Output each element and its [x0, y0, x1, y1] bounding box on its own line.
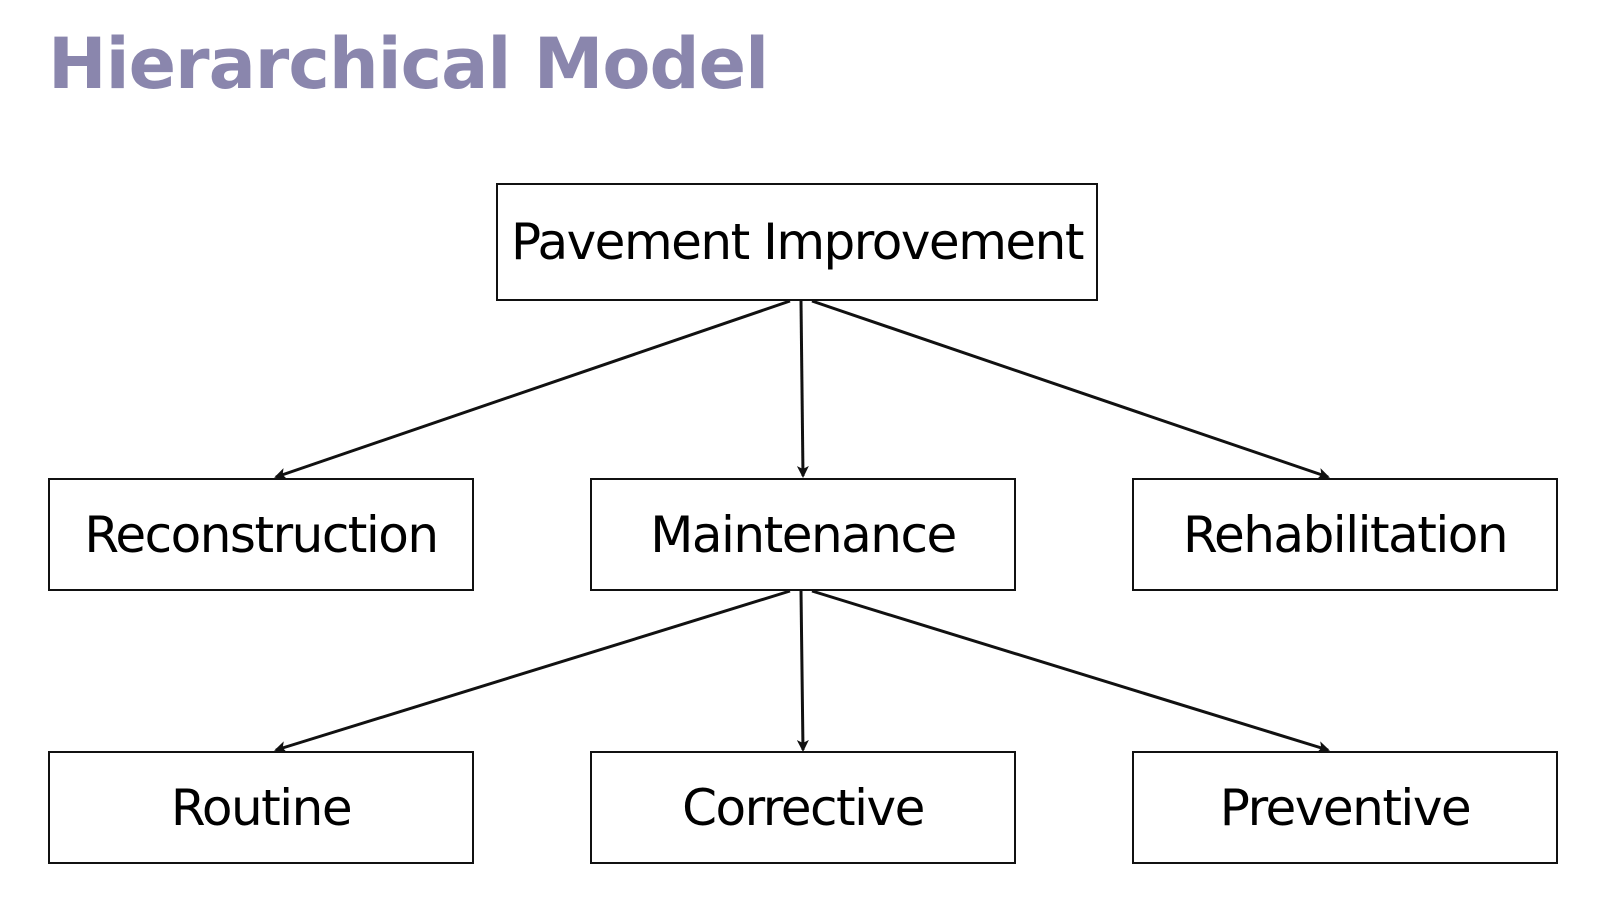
edge-root-to-rehabilitation — [811, 299, 1330, 480]
node-label: Maintenance — [650, 505, 957, 564]
node-label: Preventive — [1219, 778, 1472, 837]
node-maintenance: Maintenance — [590, 478, 1016, 591]
node-label: Reconstruction — [84, 505, 439, 564]
node-label: Routine — [170, 778, 353, 837]
node-label: Rehabilitation — [1182, 505, 1509, 564]
node-rehabilitation: Rehabilitation — [1132, 478, 1558, 591]
edge-maintenance-to-corrective — [796, 590, 809, 752]
node-label: Corrective — [682, 778, 925, 837]
edge-maintenance-to-routine — [274, 589, 791, 753]
node-preventive: Preventive — [1132, 751, 1558, 864]
node-routine: Routine — [48, 751, 474, 864]
page-title: Hierarchical Model — [48, 23, 769, 105]
edge-root-to-reconstruction — [274, 299, 791, 480]
edge-maintenance-to-preventive — [811, 589, 1330, 753]
node-corrective: Corrective — [590, 751, 1016, 864]
node-pavement-improvement: Pavement Improvement — [496, 183, 1098, 301]
node-label: Pavement Improvement — [511, 213, 1084, 271]
edge-root-to-maintenance — [796, 300, 809, 478]
node-reconstruction: Reconstruction — [48, 478, 474, 591]
